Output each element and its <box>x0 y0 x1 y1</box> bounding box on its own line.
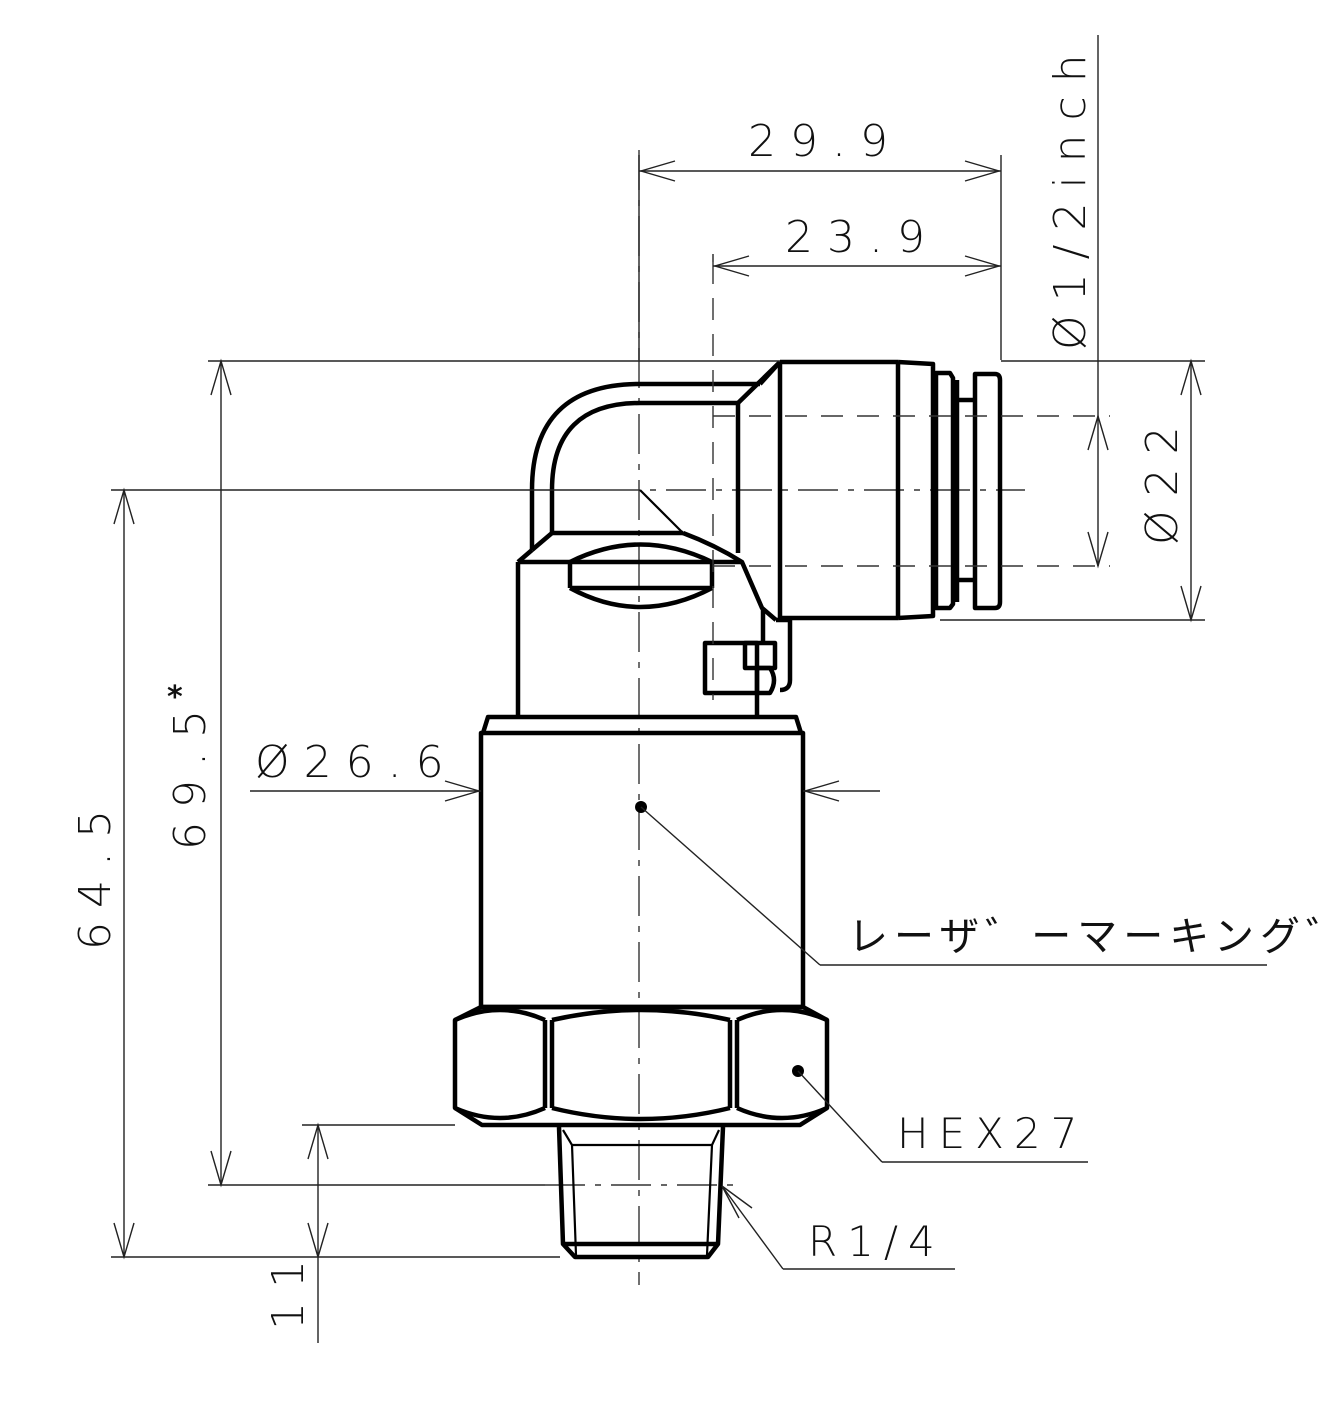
dim-thread-length: 11 <box>263 1246 314 1330</box>
callout-hex: HEX27 <box>897 1109 1087 1158</box>
dim-64-5: 64.5 <box>70 796 121 950</box>
push-in-collet <box>777 359 1003 621</box>
elbow-body <box>515 360 793 717</box>
dim-23-9: 23.9 <box>785 212 939 263</box>
dim-body-diameter: Ø26.6 <box>255 737 458 788</box>
callout-thread: R1/4 <box>808 1217 945 1266</box>
hex-nut <box>452 1004 830 1128</box>
threaded-stem <box>556 1126 726 1260</box>
dim-69-5-asterisk: * <box>167 680 183 715</box>
dimension-lines <box>111 35 1205 1343</box>
hidden-lines <box>712 262 1110 700</box>
dim-29-9: 29.9 <box>748 116 902 167</box>
leader-lines <box>640 806 1267 1270</box>
dim-tube-od: Ø1/2inch <box>1045 40 1096 350</box>
dim-69-5: 69.5 <box>165 696 216 850</box>
callout-laser-marking: レーザ゛ーマーキング゛ <box>848 914 1332 960</box>
cylindrical-body <box>478 714 806 1010</box>
dim-collet-od: Ø22 <box>1137 412 1188 545</box>
